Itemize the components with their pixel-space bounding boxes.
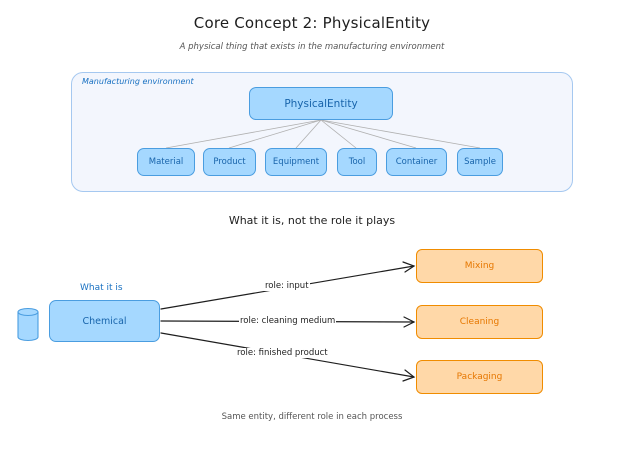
connector-material: [165, 119, 322, 149]
connector-sample: [320, 119, 481, 149]
arrowhead-cleaning: [403, 316, 416, 328]
footer-caption: Same entity, different role in each proc…: [221, 412, 403, 422]
edge-label-finished: role: finished product: [236, 348, 329, 358]
process-mixing: Mixing: [416, 249, 543, 283]
arrowhead-input: [402, 261, 416, 273]
connector-equipment: [295, 119, 322, 149]
edge-label-cleaning: role: cleaning medium: [239, 316, 337, 326]
section-heading: What it is, not the role it plays: [228, 214, 396, 227]
page-subtitle: A physical thing that exists in the manu…: [179, 42, 445, 52]
physical-entity-node: PhysicalEntity: [249, 87, 393, 120]
node-product: Product: [203, 148, 256, 176]
node-tool: Tool: [337, 148, 377, 176]
arrowhead-finished: [402, 369, 416, 382]
node-sample: Sample: [457, 148, 503, 176]
what-it-is-label: What it is: [80, 283, 123, 293]
environment-label: Manufacturing environment: [82, 77, 194, 86]
process-cleaning: Cleaning: [416, 305, 543, 339]
node-container: Container: [386, 148, 447, 176]
node-material: Material: [137, 148, 195, 176]
chemical-node: Chemical: [49, 300, 160, 342]
connector-container: [320, 119, 417, 149]
page-title: Core Concept 2: PhysicalEntity: [193, 14, 431, 32]
cylinder-icon: [17, 307, 39, 342]
node-equipment: Equipment: [265, 148, 327, 176]
connector-tool: [320, 119, 357, 149]
process-packaging: Packaging: [416, 360, 543, 394]
edge-label-input: role: input: [264, 281, 310, 291]
connector-product: [228, 119, 322, 149]
